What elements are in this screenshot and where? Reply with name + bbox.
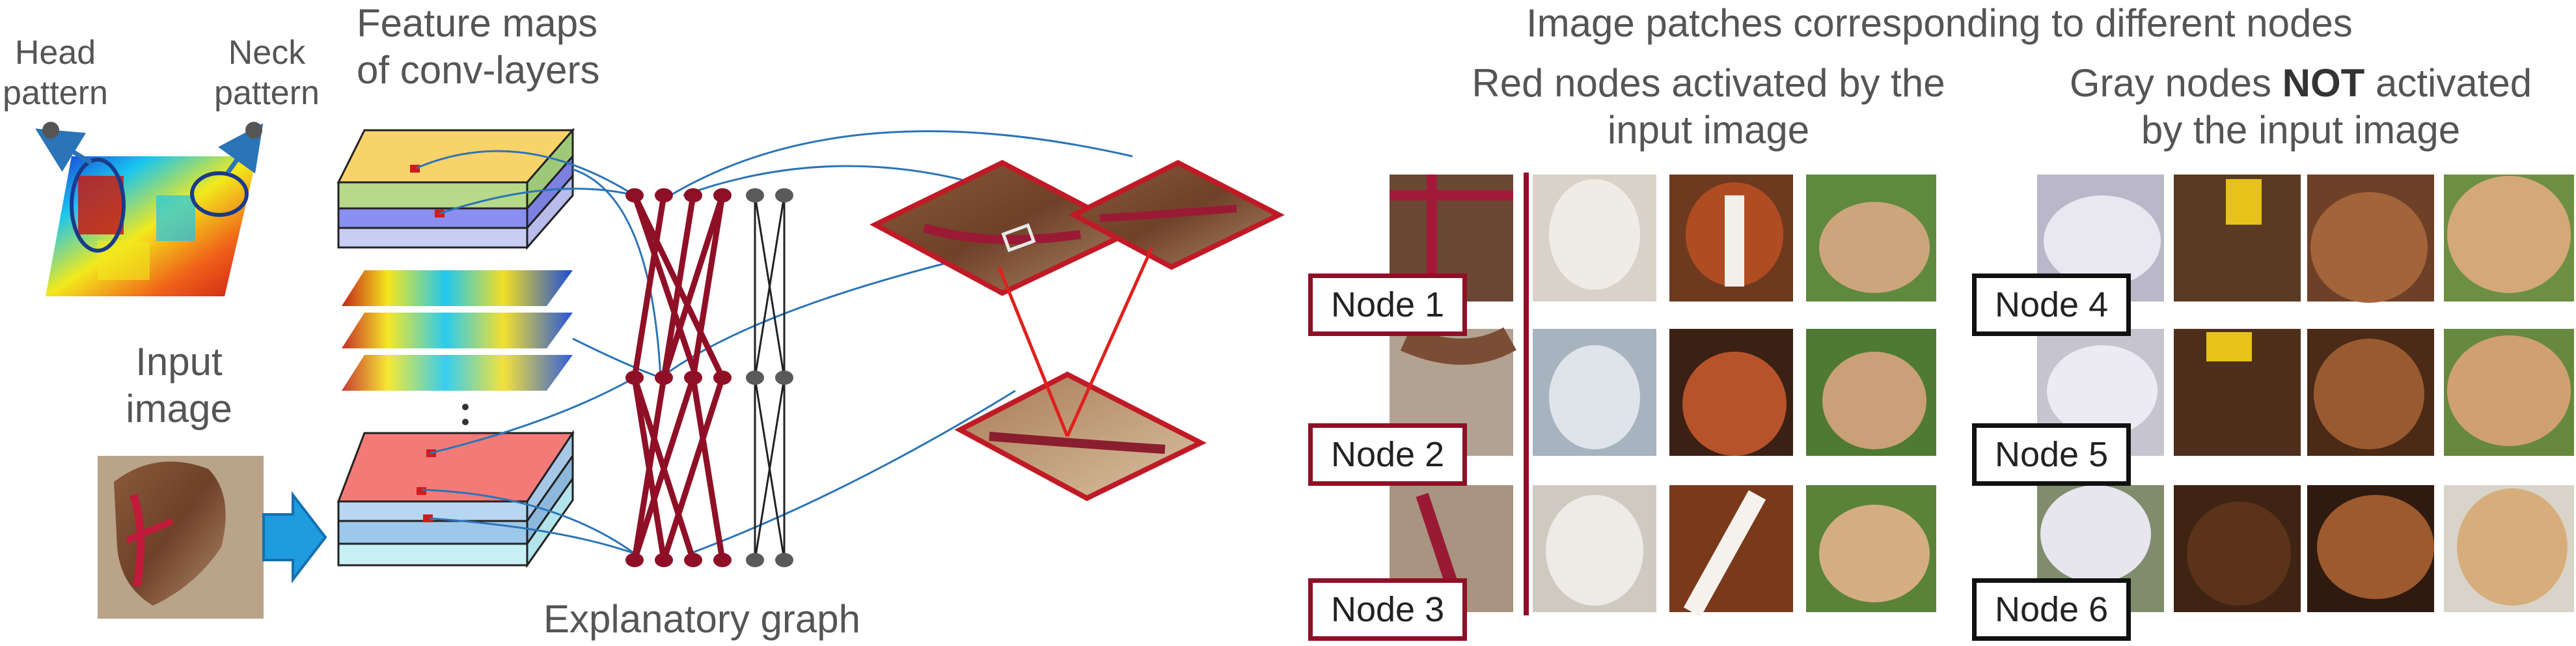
node-5-box: Node 5 xyxy=(1972,423,2131,486)
head-dot xyxy=(42,122,59,139)
neck-pattern-label: Neck pattern xyxy=(214,34,320,113)
input-image-label: Input image xyxy=(126,340,232,430)
blue-connections xyxy=(416,130,1133,555)
graph-node xyxy=(625,188,644,203)
input-arrow-icon xyxy=(262,491,327,583)
feature-slices xyxy=(342,270,573,440)
node-6-box: Node 6 xyxy=(1972,578,2131,641)
graph-node xyxy=(684,553,702,567)
head-pattern-label: Head pattern xyxy=(3,34,108,113)
graph-node xyxy=(775,371,793,385)
head-ellipse xyxy=(70,158,126,253)
red-node-patches xyxy=(1390,175,1936,617)
graph-node xyxy=(746,371,764,385)
graph-node xyxy=(684,188,702,203)
patches-title: Image patches corresponding to different… xyxy=(1526,1,2353,45)
graph-node xyxy=(655,188,673,203)
graph-node xyxy=(655,553,673,567)
graph-node xyxy=(746,188,764,203)
graph-node xyxy=(713,371,732,385)
node-3-box: Node 3 xyxy=(1308,578,1468,641)
heatmap-figure xyxy=(35,122,264,296)
graph-node xyxy=(775,553,793,567)
patch-diamonds xyxy=(870,160,1285,501)
conv-block-bottom xyxy=(336,430,575,569)
feature-maps-label: Feature maps of conv-layers xyxy=(357,1,600,92)
graph-node xyxy=(746,553,764,567)
input-image xyxy=(98,456,264,619)
gray-nodes-title: Gray nodes NOT activated by the input im… xyxy=(2069,61,2532,152)
node-4-box: Node 4 xyxy=(1972,274,2131,336)
explanatory-graph xyxy=(625,188,793,567)
gray-node-patches xyxy=(2037,175,2574,612)
graph-node xyxy=(684,371,702,385)
node-1-box: Node 1 xyxy=(1308,274,1468,336)
node-2-box: Node 2 xyxy=(1308,423,1468,486)
graph-node xyxy=(713,188,732,203)
conv-block-top xyxy=(336,128,575,250)
neck-dot xyxy=(245,122,262,139)
explanatory-graph-label: Explanatory graph xyxy=(543,597,860,641)
graph-node xyxy=(775,188,793,203)
graph-node xyxy=(625,371,644,385)
graph-node xyxy=(713,553,732,567)
graph-node xyxy=(655,371,673,385)
graph-node xyxy=(625,553,644,567)
red-nodes-title: Red nodes activated by the input image xyxy=(1472,61,1945,152)
